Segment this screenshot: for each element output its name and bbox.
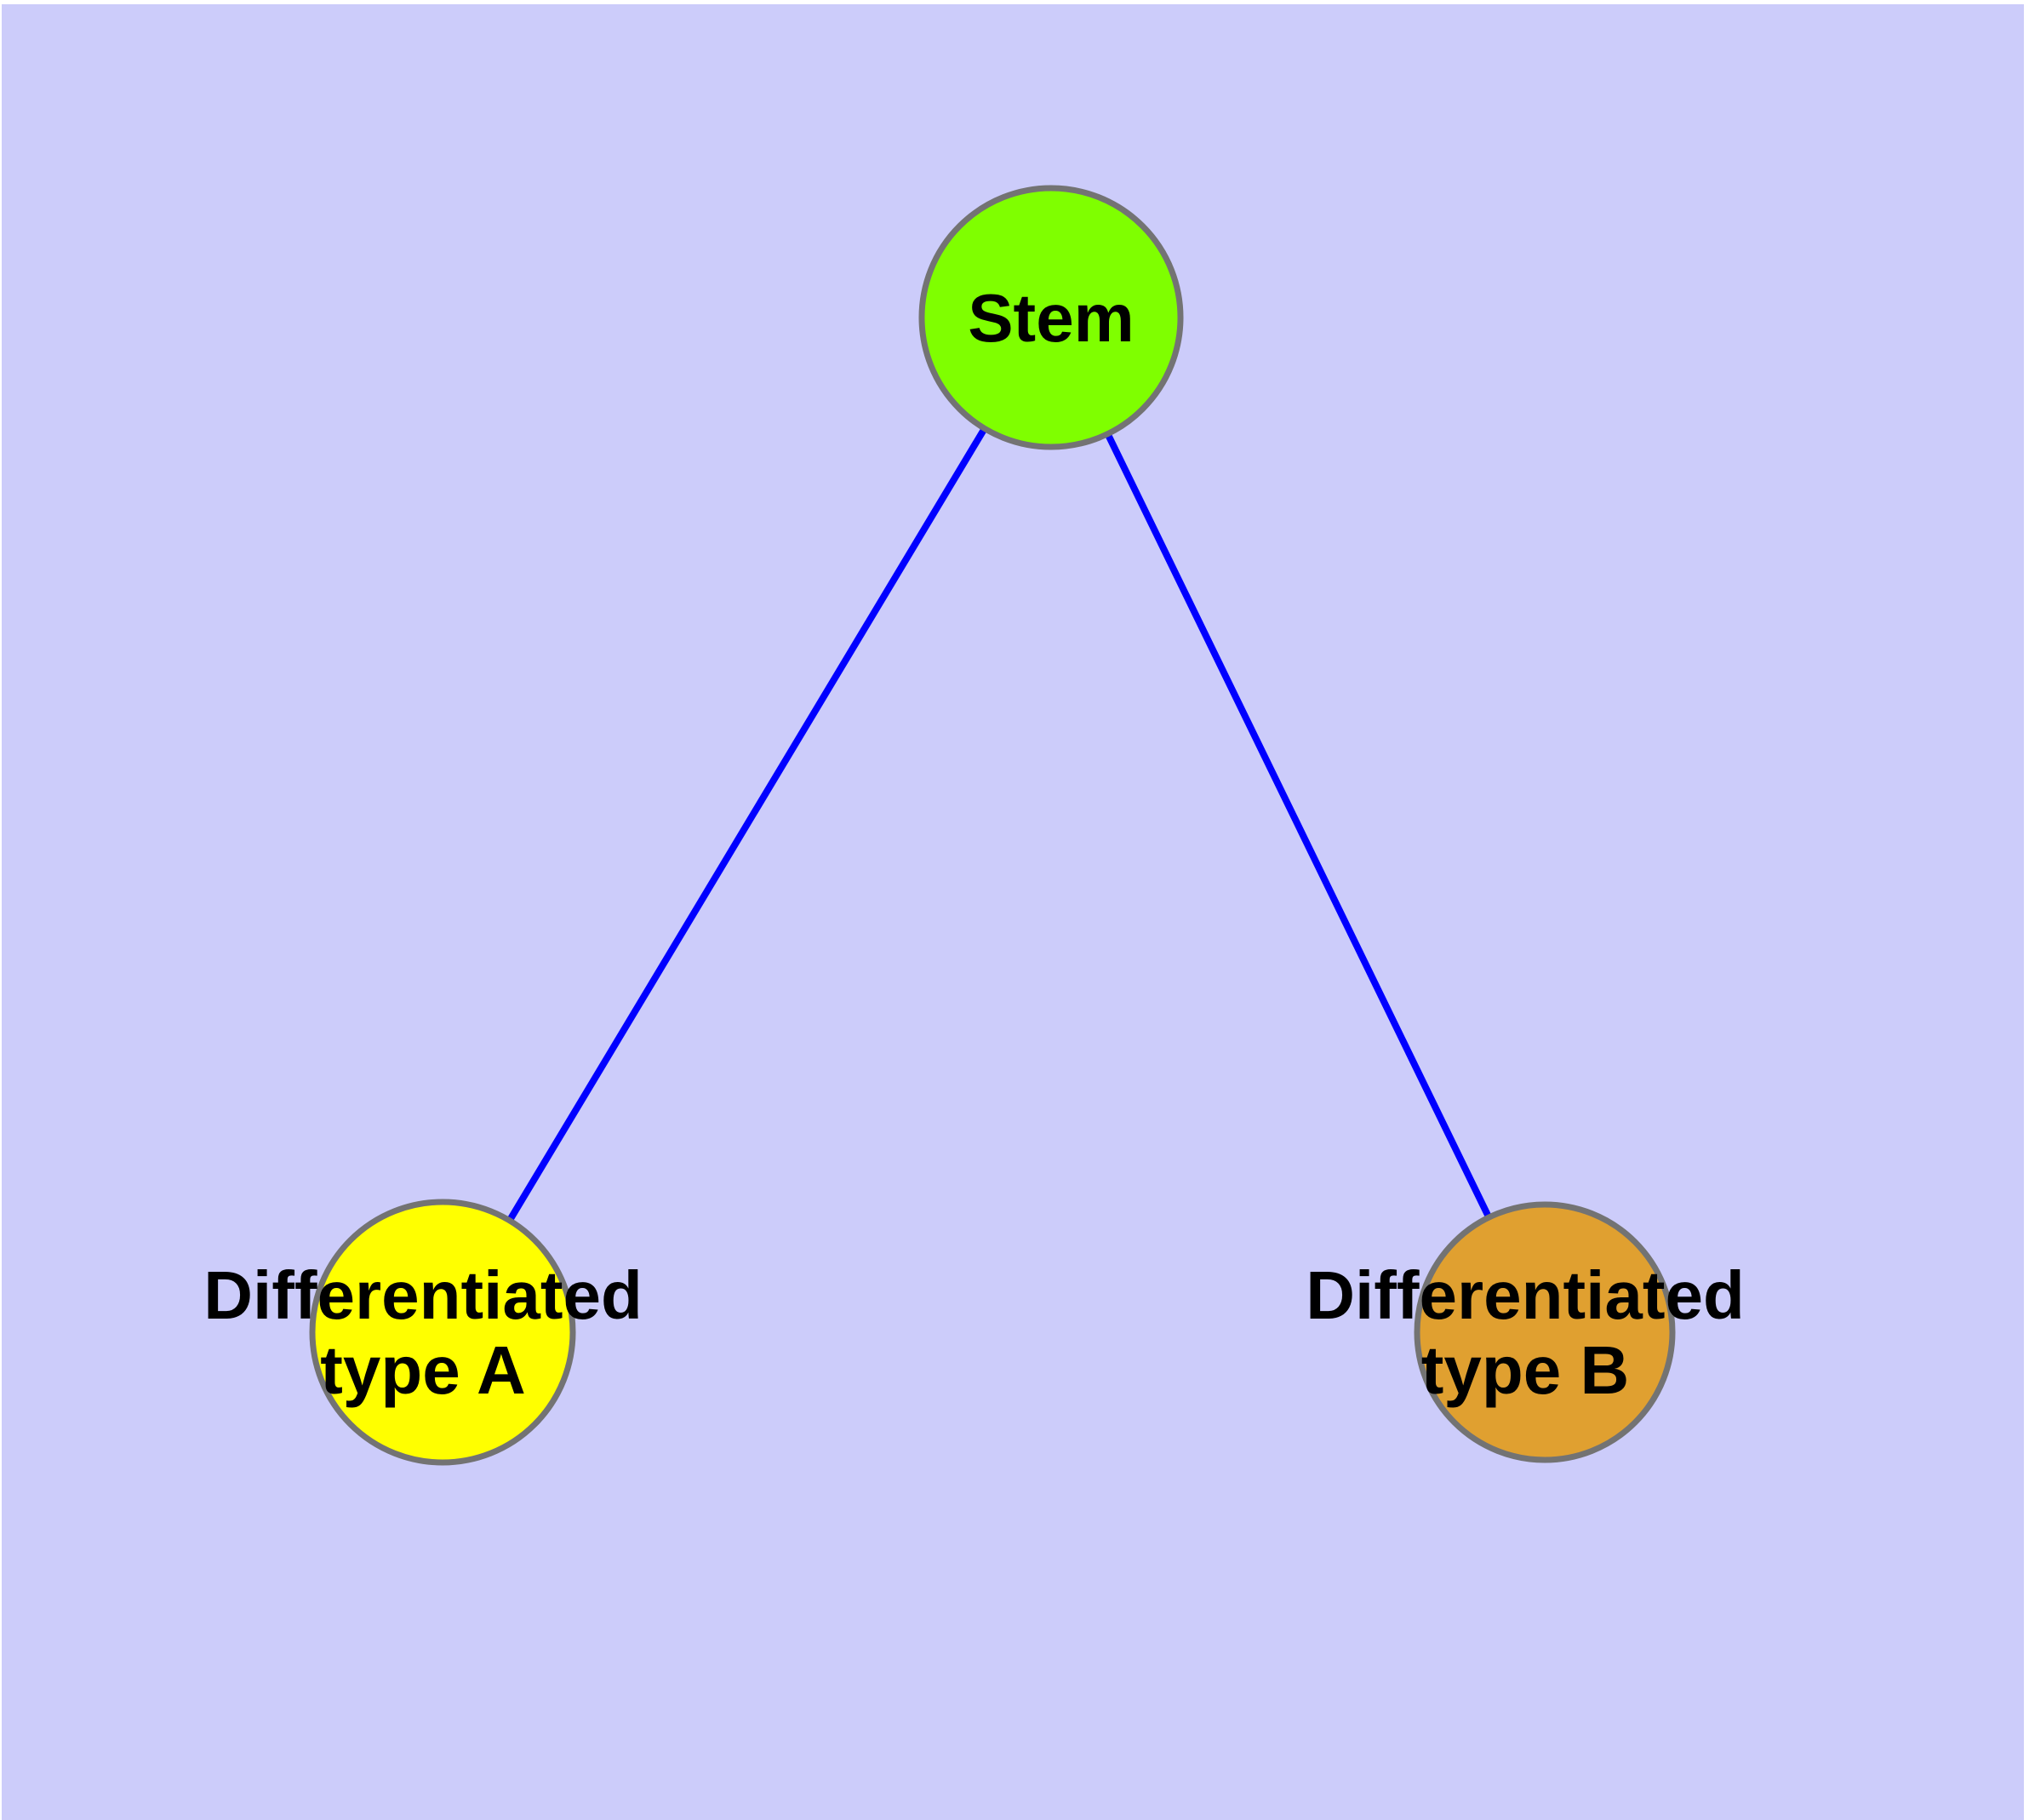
- node-differentiated-type-a[interactable]: [309, 1199, 576, 1466]
- nodes-group: [309, 185, 1676, 1466]
- edges-group: [439, 315, 1548, 1335]
- edge-stem-to-differentiated-type-b: [1048, 316, 1548, 1334]
- edge-stem-to-differentiated-type-a: [439, 315, 1055, 1335]
- node-differentiated-type-b[interactable]: [1414, 1201, 1676, 1463]
- node-stem[interactable]: [918, 185, 1184, 450]
- node-label-stem: Stem: [968, 280, 1135, 356]
